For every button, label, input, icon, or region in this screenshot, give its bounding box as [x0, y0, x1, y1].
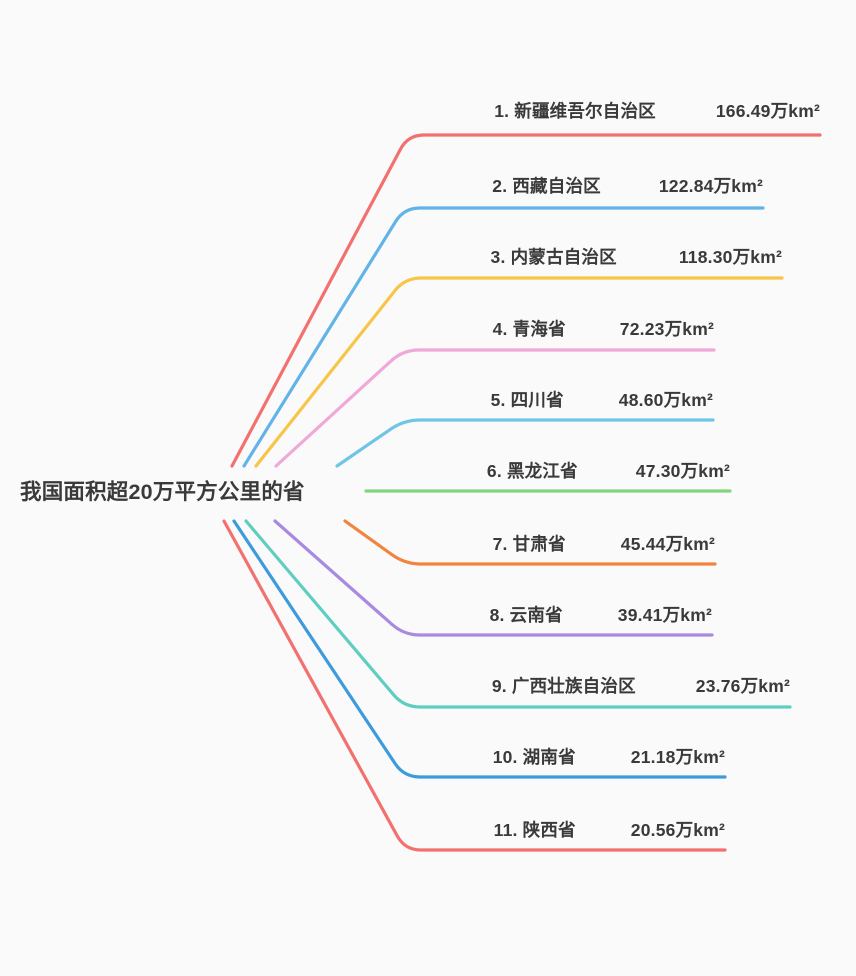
branch-line-11 — [222, 519, 727, 852]
branch-line-10 — [232, 519, 727, 779]
branch-node-name-9: 9. 广西壮族自治区 — [491, 676, 636, 696]
branch-node-value-7: 45.44万km² — [620, 534, 715, 554]
branch-node-value-9: 23.76万km² — [695, 676, 790, 696]
branch-line-3 — [254, 276, 784, 468]
branch-line-4 — [274, 348, 716, 468]
branch-node-3[interactable]: 3. 内蒙古自治区 118.30万km² — [0, 244, 782, 270]
branch-node-value-5: 48.60万km² — [618, 390, 713, 410]
branch-node-5[interactable]: 5. 四川省 48.60万km² — [0, 387, 713, 413]
branch-node-name-11: 11. 陕西省 — [493, 820, 576, 840]
branch-node-value-4: 72.23万km² — [619, 319, 714, 339]
branch-node-value-2: 122.84万km² — [658, 176, 763, 196]
branch-line-1 — [230, 133, 822, 468]
branch-node-value-10: 21.18万km² — [630, 747, 725, 767]
branch-node-name-10: 10. 湖南省 — [492, 747, 576, 767]
branch-node-value-11: 20.56万km² — [630, 820, 725, 840]
branch-node-name-5: 5. 四川省 — [490, 390, 564, 410]
branch-line-9 — [244, 519, 792, 709]
root-node-label: 我国面积超20万平方公里的省 — [20, 480, 305, 504]
branch-node-name-3: 3. 内蒙古自治区 — [490, 247, 617, 267]
branch-line-5 — [335, 418, 715, 468]
branch-node-9[interactable]: 9. 广西壮族自治区 23.76万km² — [0, 673, 790, 699]
branch-node-2[interactable]: 2. 西藏自治区 122.84万km² — [0, 173, 763, 199]
branch-node-name-6: 6. 黑龙江省 — [486, 461, 578, 481]
branch-node-11[interactable]: 11. 陕西省 20.56万km² — [0, 817, 725, 843]
branch-node-value-1: 166.49万km² — [715, 101, 820, 121]
branch-node-1[interactable]: 1. 新疆维吾尔自治区 166.49万km² — [0, 98, 820, 124]
branch-node-value-3: 118.30万km² — [678, 247, 782, 267]
branch-line-2 — [242, 206, 765, 468]
branch-node-10[interactable]: 10. 湖南省 21.18万km² — [0, 744, 725, 770]
branch-node-7[interactable]: 7. 甘肃省 45.44万km² — [0, 531, 715, 557]
branch-node-name-2: 2. 西藏自治区 — [492, 176, 601, 196]
branch-node-name-7: 7. 甘肃省 — [492, 534, 566, 554]
branch-node-name-8: 8. 云南省 — [489, 605, 563, 625]
branch-node-name-1: 1. 新疆维吾尔自治区 — [494, 101, 656, 121]
branch-node-name-4: 4. 青海省 — [492, 319, 566, 339]
branch-line-7 — [343, 519, 717, 566]
branch-node-8[interactable]: 8. 云南省 39.41万km² — [0, 602, 712, 628]
branch-node-value-6: 47.30万km² — [635, 461, 730, 481]
branch-node-6[interactable]: 6. 黑龙江省 47.30万km² — [0, 458, 730, 484]
branch-line-8 — [273, 519, 714, 637]
branch-node-4[interactable]: 4. 青海省 72.23万km² — [0, 316, 714, 342]
branch-node-value-8: 39.41万km² — [617, 605, 712, 625]
